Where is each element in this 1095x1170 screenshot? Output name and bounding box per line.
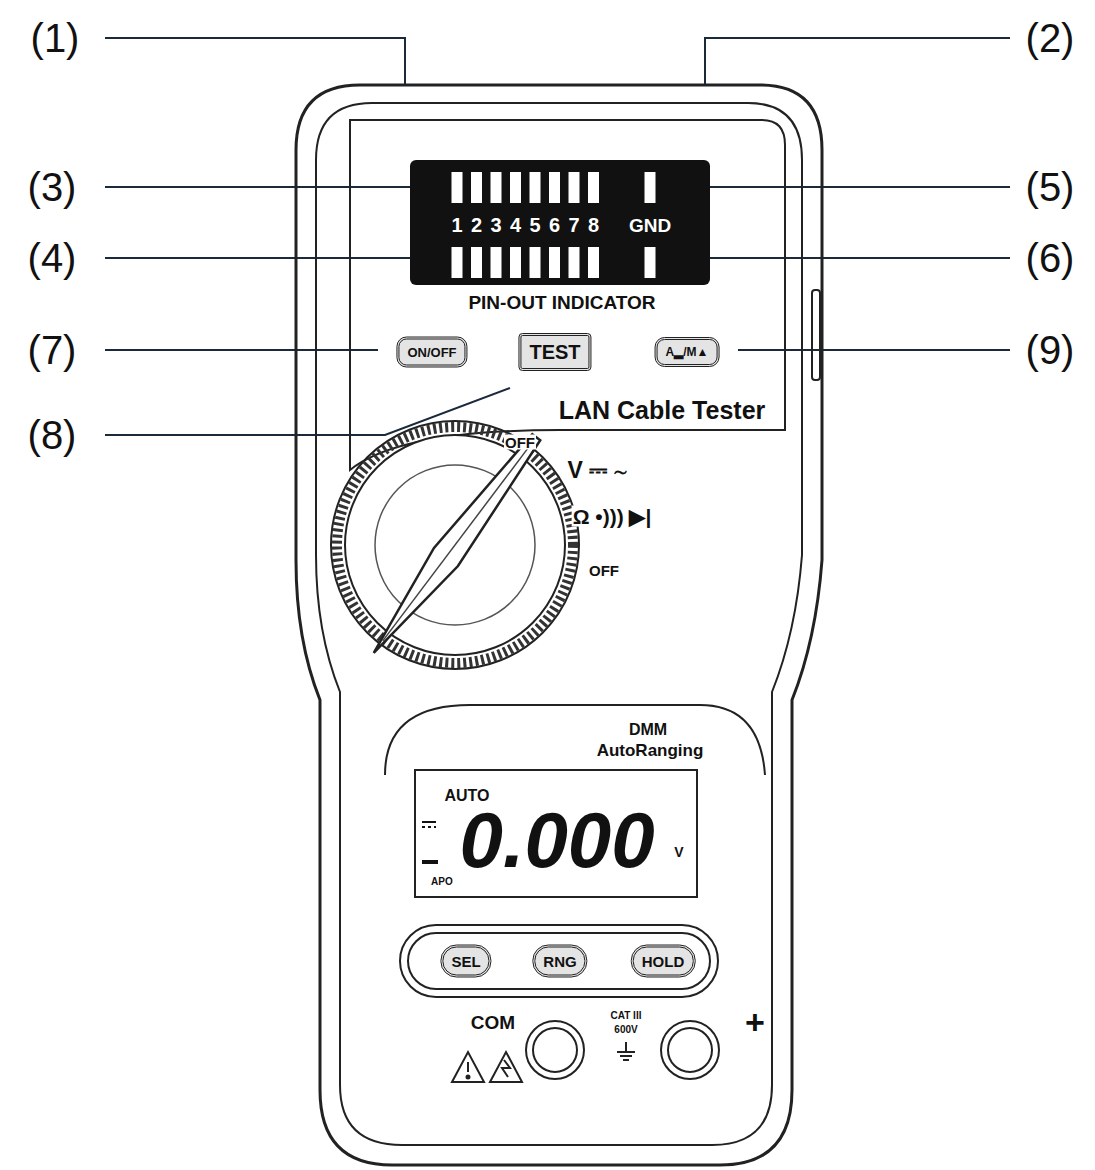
callout-number: (3) — [27, 167, 78, 207]
callout-number: (9) — [1025, 330, 1076, 370]
callout-number: (2) — [1025, 18, 1076, 58]
dial-position: V ⎓ ∼ — [566, 459, 627, 482]
button-label: TEST — [529, 342, 580, 362]
hold-button: HOLD — [631, 945, 696, 978]
indicator-bar — [645, 247, 656, 278]
test-button: TEST — [518, 333, 591, 371]
leader-lines — [105, 38, 1010, 435]
button-label: A▂/M▲ — [666, 346, 709, 358]
button-label: HOLD — [642, 954, 685, 969]
display-text: 1 — [451, 215, 462, 235]
display-text: 6 — [549, 215, 560, 235]
indicator-bar — [491, 247, 502, 278]
callout-number: (5) — [1025, 167, 1076, 207]
indicator-bar — [510, 247, 521, 278]
display-text: GND — [629, 216, 671, 235]
button-strip — [400, 925, 718, 997]
button-label: SEL — [451, 954, 480, 969]
indicator-bar — [549, 172, 560, 203]
display-text: 2 — [471, 215, 482, 235]
panel-title: PIN-OUT INDICATOR — [467, 293, 656, 312]
range-button: RNG — [532, 945, 587, 978]
dial-position: OFF — [588, 563, 620, 578]
rating-label: CAT III — [610, 1011, 643, 1021]
indicator-bar — [569, 247, 580, 278]
terminal-label: + — [744, 1005, 766, 1039]
indicator-bar — [471, 247, 482, 278]
callout-number: (8) — [27, 415, 78, 455]
indicator-bar — [588, 172, 599, 203]
display-text: V — [674, 845, 683, 859]
callout-number: (4) — [27, 238, 78, 278]
indicator-bar — [569, 172, 580, 203]
indicator-bar — [530, 247, 541, 278]
callout-number: (6) — [1025, 238, 1076, 278]
indicator-bar — [452, 247, 463, 278]
display-text: 4 — [510, 215, 521, 235]
indicator-bar — [588, 247, 599, 278]
indicator-bar — [645, 172, 656, 203]
pinout-lcd — [410, 160, 710, 285]
callout-number: (1) — [30, 18, 81, 58]
dmm-display: AUTO0.000VAPO — [415, 770, 697, 897]
pinout-display: 12345678 GND — [410, 160, 710, 285]
terminal-label: COM — [470, 1013, 516, 1032]
indicator-bar — [549, 247, 560, 278]
indicator-bar — [491, 172, 502, 203]
dial-position: OFF — [504, 435, 536, 450]
button-label: ON/OFF — [407, 346, 456, 359]
button-label: RNG — [543, 954, 576, 969]
callout-number: (7) — [27, 330, 78, 370]
housing — [296, 85, 822, 1165]
product-name: LAN Cable Tester — [558, 398, 767, 423]
indicator-bar — [530, 172, 541, 203]
rating-label: 600V — [613, 1025, 638, 1035]
display-text: 0.000 — [459, 801, 654, 879]
panel-title: AutoRanging — [596, 742, 705, 759]
display-text: APO — [431, 877, 453, 887]
rotary-dial — [331, 421, 579, 669]
indicator-bar — [471, 172, 482, 203]
display-text: 5 — [529, 215, 540, 235]
display-text: 3 — [490, 215, 501, 235]
display-text: 8 — [588, 215, 599, 235]
select-button: SEL — [440, 945, 491, 978]
indicator-bar — [510, 172, 521, 203]
display-text: 7 — [568, 215, 579, 235]
power-button: ON/OFF — [396, 337, 467, 368]
panel-title: DMM — [628, 722, 668, 738]
indicator-bar — [452, 172, 463, 203]
dmm-lcd — [415, 770, 697, 897]
dial-position: Ω •))) ▶| — [572, 506, 653, 527]
mode-button: A▂/M▲ — [655, 337, 720, 367]
